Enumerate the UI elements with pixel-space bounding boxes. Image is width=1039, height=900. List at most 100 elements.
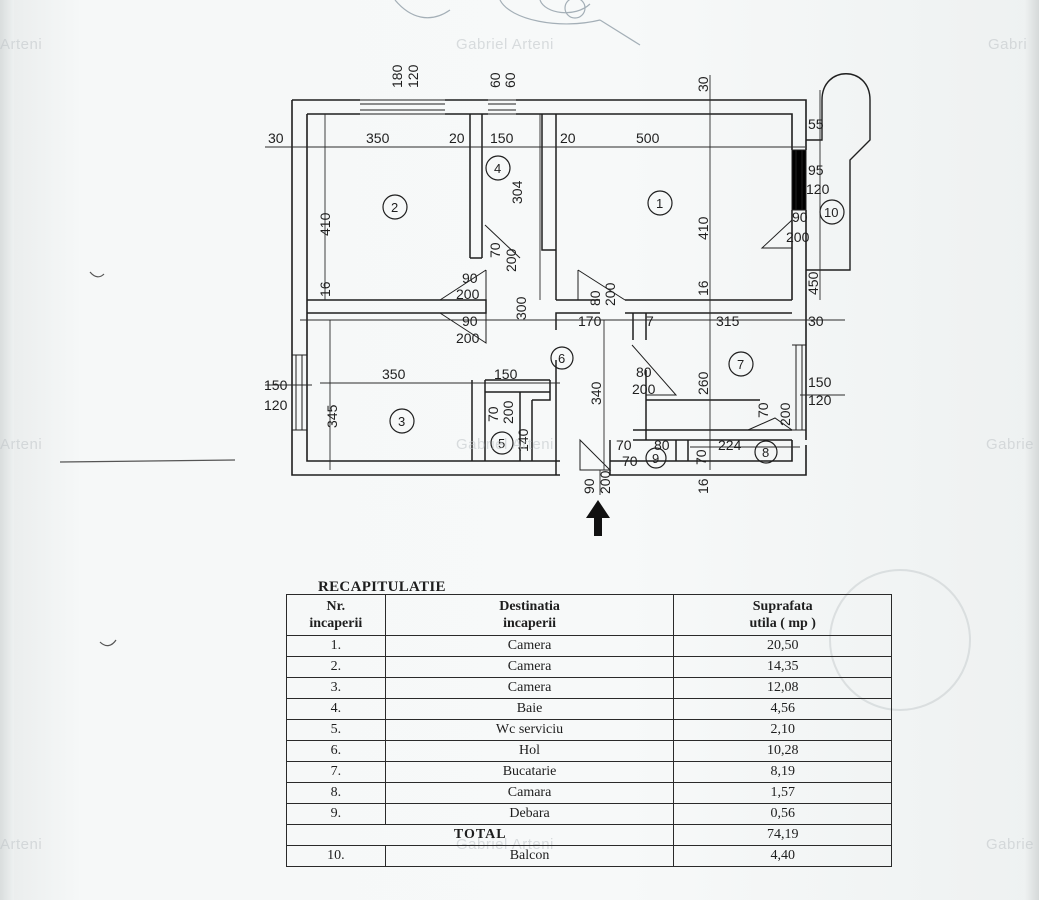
recap-title: RECAPITULATIE [318, 579, 446, 595]
dimension-label: 200 [777, 402, 793, 426]
dimension-label: 30 [695, 76, 711, 92]
dimension-label: 80 [654, 437, 670, 453]
row-destination: Hol [384, 740, 675, 762]
watermark: Gabrie [986, 436, 1035, 453]
row-area: 8,19 [673, 761, 892, 783]
dimension-label: 224 [718, 437, 742, 453]
dimension-label: 450 [805, 271, 821, 295]
header-dest-line1: Destinatia [499, 599, 560, 614]
paper-edge-left [0, 0, 14, 900]
row-nr: 5. [286, 719, 386, 741]
row-destination: Baie [384, 698, 675, 720]
dimension-label: 120 [806, 181, 830, 197]
dimension-label: 55 [808, 116, 824, 132]
dimension-label: 410 [695, 216, 711, 240]
dimension-label: 300 [513, 296, 529, 320]
row-destination: Camera [384, 677, 675, 699]
dimension-label: 7 [646, 313, 654, 329]
dimension-label: 16 [317, 281, 333, 297]
row-area: 0,56 [673, 803, 892, 825]
row-destination: Wc serviciu [384, 719, 675, 741]
windows [292, 99, 807, 431]
dimension-label: 120 [405, 64, 421, 88]
door-swings [439, 218, 793, 471]
dimension-label: 70 [693, 449, 709, 465]
watermark: Arteni [0, 36, 43, 53]
room-number: 8 [762, 445, 769, 460]
row-nr: 1. [286, 635, 386, 657]
row-destination: Debara [384, 803, 675, 825]
total-value: 74,19 [673, 824, 892, 846]
row-destination: Balcon [384, 845, 675, 867]
watermark: Gabriel Arteni [456, 436, 554, 453]
dimension-label: 16 [695, 280, 711, 296]
dimension-label: 200 [456, 330, 480, 346]
stamp-fragment [394, 0, 641, 46]
row-area: 4,40 [673, 845, 892, 867]
dimension-label: 170 [578, 313, 602, 329]
dimension-label: 30 [268, 130, 284, 146]
dimension-label: 20 [449, 130, 465, 146]
row-destination: Camera [384, 635, 675, 657]
dimension-label: 200 [786, 229, 810, 245]
dimension-label: 500 [636, 130, 660, 146]
dimension-label: 410 [317, 212, 333, 236]
watermark: Gabriel Arteni [456, 36, 554, 53]
header-nr: Nr.incaperii [286, 594, 386, 636]
dimension-label: 180 [389, 64, 405, 88]
row-nr: 9. [286, 803, 386, 825]
header-area-line2: utila ( mp ) [749, 616, 816, 631]
dimension-label: 200 [597, 470, 613, 494]
header-area-line1: Suprafata [752, 599, 813, 614]
row-area: 14,35 [673, 656, 892, 678]
dimension-label: 200 [602, 282, 618, 306]
row-area: 20,50 [673, 635, 892, 657]
dimension-label: 70 [755, 402, 771, 418]
row-nr: 10. [286, 845, 386, 867]
dimension-label: 304 [509, 180, 525, 204]
row-nr: 2. [286, 656, 386, 678]
room-number: 9 [652, 451, 659, 466]
row-area: 2,10 [673, 719, 892, 741]
row-area: 4,56 [673, 698, 892, 720]
dimension-label: 80 [636, 364, 652, 380]
dimension-label: 70 [622, 453, 638, 469]
room-number: 7 [737, 357, 744, 372]
scan-marks [59, 271, 236, 647]
row-nr: 3. [286, 677, 386, 699]
dimension-label: 60 [502, 72, 518, 88]
paper-edge-right [1025, 0, 1039, 900]
balcony-outline [806, 73, 871, 271]
dimension-label: 90 [792, 209, 808, 225]
dimension-label: 90 [462, 270, 478, 286]
dimension-label: 120 [808, 392, 832, 408]
dimension-label: 315 [716, 313, 740, 329]
dimension-label: 70 [616, 437, 632, 453]
row-nr: 4. [286, 698, 386, 720]
row-area: 10,28 [673, 740, 892, 762]
entrance-arrow-icon [586, 500, 610, 536]
room-number: 3 [398, 414, 405, 429]
dimension-label: 345 [324, 404, 340, 428]
room-number: 1 [656, 196, 663, 211]
dimension-label: 30 [808, 313, 824, 329]
room-number: 2 [391, 200, 398, 215]
row-nr: 6. [286, 740, 386, 762]
row-destination: Camera [384, 656, 675, 678]
dimension-label: 150 [264, 377, 288, 393]
row-destination: Bucatarie [384, 761, 675, 783]
room-number: 10 [824, 205, 838, 220]
